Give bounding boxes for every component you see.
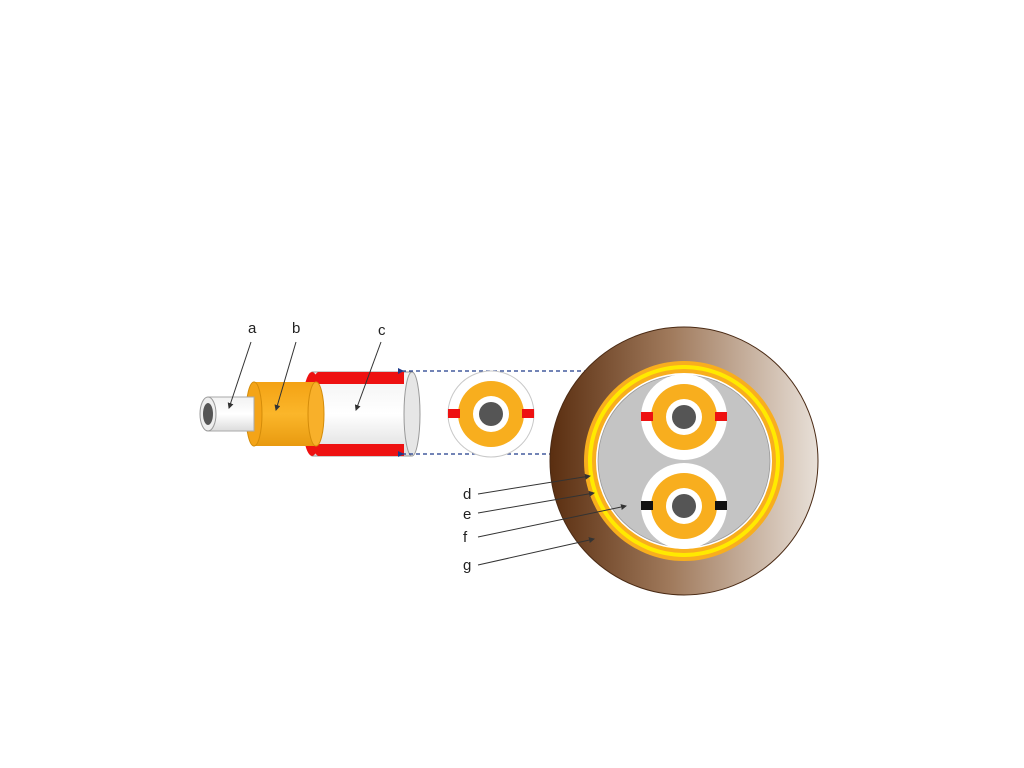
label-b: b (292, 320, 300, 337)
cable-cross-section (549, 326, 819, 596)
conductor-lower (641, 463, 727, 549)
coax-cross-section (447, 370, 535, 458)
label-g: g (463, 557, 471, 574)
label-c: c (378, 322, 386, 339)
red-stripe-bottom (314, 444, 404, 456)
label-d: d (463, 486, 471, 503)
red-marker-right (522, 409, 534, 418)
label-e: e (463, 506, 471, 523)
leader-lines (227, 341, 627, 566)
coax-side-view (199, 371, 421, 457)
layer-b-dielectric (245, 381, 325, 447)
label-f: f (463, 529, 468, 546)
red-marker-left (448, 409, 460, 418)
conductor-upper (641, 374, 727, 460)
layer-a-conductor (199, 396, 255, 432)
red-stripe-top (314, 372, 404, 384)
label-a: a (248, 320, 257, 337)
